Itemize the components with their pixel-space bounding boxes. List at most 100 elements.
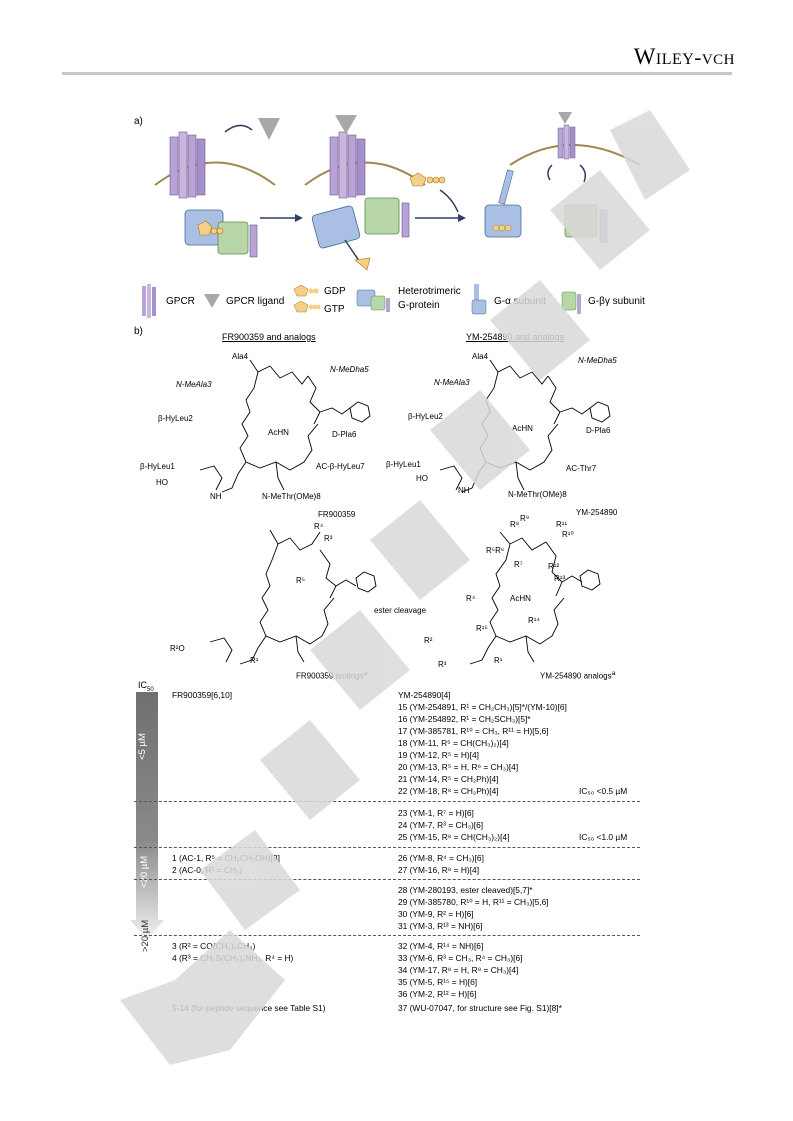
right-row-17: 31 (YM-3, R¹³ = NH)[6] xyxy=(398,921,483,931)
ym-analog-r8: R⁸ xyxy=(510,520,520,529)
legend-gpcr: GPCR xyxy=(166,296,195,307)
ic50-axis-label-text: IC xyxy=(138,680,147,690)
fr-analog-r1: R¹ xyxy=(250,656,259,665)
right-structure-title: YM-254890 and analogs xyxy=(466,332,565,342)
fr-ala4: Ala4 xyxy=(232,352,249,361)
publisher-vch: VCH xyxy=(701,52,735,68)
ym-analog-r13: R¹³ xyxy=(554,574,566,583)
publisher-sep: - xyxy=(694,45,702,69)
legend: GPCR GPCR ligand GDP GTP Heterotrimeric … xyxy=(140,284,660,320)
fr900359-name: FR900359 xyxy=(318,510,356,519)
ym-analog-r3: R³ xyxy=(438,660,447,669)
gpcr-receptor-2 xyxy=(329,131,366,199)
right-row-12: 26 (YM-8, R⁴ = CH₃)[6] xyxy=(398,853,484,863)
ym-nh: NH xyxy=(458,486,470,495)
ym-achn: AcHN xyxy=(512,424,533,433)
ym-analog-r1: R¹ xyxy=(494,656,503,665)
fr-achn: AcHN xyxy=(268,428,289,437)
ym-ac-thr7: AC-Thr7 xyxy=(566,464,597,473)
ym-analog-r9: R⁹ xyxy=(520,514,530,523)
fr-medha5: N-MeDha5 xyxy=(330,365,369,374)
ic50-band-lt5: <5 µM xyxy=(137,733,148,760)
ic50-arrow xyxy=(130,692,164,940)
ym-hyleu2: β-HyLeu2 xyxy=(408,412,443,421)
divider-4 xyxy=(134,935,640,936)
ym-analog-r11: R¹¹ xyxy=(556,520,568,529)
g-alpha-2 xyxy=(311,205,361,249)
right-row-6: 20 (YM-13, R⁵ = H, R⁶ = CH₃)[4] xyxy=(398,762,519,772)
arrow-ligand-bind xyxy=(224,124,253,133)
ym254890-name: YM-254890 xyxy=(576,508,618,517)
fr-analogs-sup: a xyxy=(363,670,368,677)
membrane-1 xyxy=(154,161,276,186)
fr-nh: NH xyxy=(210,492,222,501)
fr-meala3: N-MeAla3 xyxy=(176,380,212,389)
fr-methr8: N-MeThr(OMe)8 xyxy=(262,492,321,501)
ym-analog-ester-cleavage: ester cleavage xyxy=(374,606,427,615)
right-row-15: 29 (YM-385780, R¹⁰ = H, R¹¹ = CH₃)[5,6] xyxy=(398,897,549,907)
ym-analog-r14: R¹⁴ xyxy=(528,616,540,625)
fr900359-structure xyxy=(199,359,371,493)
left-row-4: 4 (R³ = CH₂S(CH₂)₂NH₂, R⁴ = H) xyxy=(172,953,294,963)
right-row-1: 15 (YM-254891, R¹ = CH₂CH₃)[5]*/(YM-10)[… xyxy=(398,702,567,712)
right-row-5: 19 (YM-12, R⁵ = H)[4] xyxy=(398,750,479,760)
right-row-4: 18 (YM-11, R⁵ = CH(CH₃)₂)[4] xyxy=(398,738,509,748)
left-row-2: 2 (AC-0, R¹ = CH₃) xyxy=(172,865,243,875)
fr-hyleu1: β-HyLeu1 xyxy=(140,462,175,471)
ym-ala4: Ala4 xyxy=(472,352,489,361)
panel-a-label: a) xyxy=(134,116,143,127)
fr-analogs-name-text: FR900359 analogs xyxy=(296,671,364,681)
fr-ac-hyleu7: AC-β-HyLeu7 xyxy=(316,462,365,471)
gtp-incoming xyxy=(409,172,427,187)
right-row-8: 22 (YM-18, R⁸ = CH₂Ph)[4] xyxy=(398,786,499,796)
ym-analogs-structure xyxy=(469,531,601,665)
divider-1 xyxy=(134,801,640,802)
right-row-14: 28 (YM-280193, ester cleaved)[5,7]* xyxy=(398,885,533,895)
legend-gdp: GDP xyxy=(324,286,346,297)
left-row-1: 1 (AC-1, R⁵ = CH₂CH₂OH)[3] xyxy=(172,853,280,863)
ym-meala3: N-MeAla3 xyxy=(434,378,470,387)
fr-analog-r3: R³ xyxy=(324,534,333,543)
g-protein-cycle-schematic xyxy=(154,112,641,271)
ym-analog-r5r6: R⁵R⁶ xyxy=(486,546,505,555)
g-gamma-2 xyxy=(401,202,410,238)
gdp-1 xyxy=(197,220,213,236)
ic50-axis-label: IC50 xyxy=(138,680,154,693)
right-row-21: 35 (YM-5, R¹⁵ = H)[6] xyxy=(398,977,478,987)
ym-analogs-name-text: YM-254890 analogs xyxy=(540,671,612,681)
fr-hyleu2: β-HyLeu2 xyxy=(158,414,193,423)
gpcr-ligand-1 xyxy=(258,118,280,140)
legend-g-betagamma: G-βγ subunit xyxy=(588,296,645,307)
gpcr-receptor-1 xyxy=(169,131,206,199)
publisher-logo: Wiley-VCH xyxy=(634,44,735,70)
right-row-18: 32 (YM-4, R¹⁴ = NH)[6] xyxy=(398,941,484,951)
g-betagamma-3 xyxy=(564,204,598,238)
right-row-23: 37 (WU-07047, for structure see Fig. S1)… xyxy=(398,1003,562,1013)
legend-g-protein: G-protein xyxy=(398,300,440,311)
publisher-main: Wiley xyxy=(633,44,695,69)
fr-dpla6: D-Pla6 xyxy=(332,430,357,439)
ym-analogs-sup: a xyxy=(611,670,616,677)
right-row-13: 27 (YM-16, R⁸ = H)[4] xyxy=(398,865,480,875)
ym-analog-r7: R⁷ xyxy=(514,560,523,569)
threshold-1-0: IC₅₀ <1.0 µM xyxy=(579,832,628,842)
right-row-2: 16 (YM-254892, R¹ = CH₂SCH₃)[5]* xyxy=(398,714,531,724)
ym-analog-r2: R² xyxy=(424,636,433,645)
legend-heterotrimeric: Heterotrimeric xyxy=(398,286,461,297)
fr-analogs-name: FR900359 analogsa xyxy=(296,670,367,681)
right-row-22: 36 (YM-2, R¹² = H)[6] xyxy=(398,989,477,999)
ym-analog-achn: AcHN xyxy=(510,594,531,603)
fr-analog-r4: R⁴ xyxy=(314,522,324,531)
ym-medha5: N-MeDha5 xyxy=(578,356,617,365)
fr-ho: HO xyxy=(156,478,168,487)
galpha-legend-icon xyxy=(471,284,487,315)
divider-3 xyxy=(134,879,640,880)
fr-analogs-structure xyxy=(209,529,377,665)
left-row-5: 5-14 (for peptide sequence see Table S1) xyxy=(172,1003,326,1013)
right-row-20: 34 (YM-17, R⁸ = H, R⁹ = CH₃)[4] xyxy=(398,965,519,975)
right-row-9: 23 (YM-1, R⁷ = H)[6] xyxy=(398,808,474,818)
ym-analog-r15: R¹⁵ xyxy=(476,624,488,633)
left-row-0: FR900359[6,10] xyxy=(172,690,233,700)
ym-analog-r4: R⁴ xyxy=(466,594,476,603)
gdp-gtp-legend-icon xyxy=(293,284,320,313)
